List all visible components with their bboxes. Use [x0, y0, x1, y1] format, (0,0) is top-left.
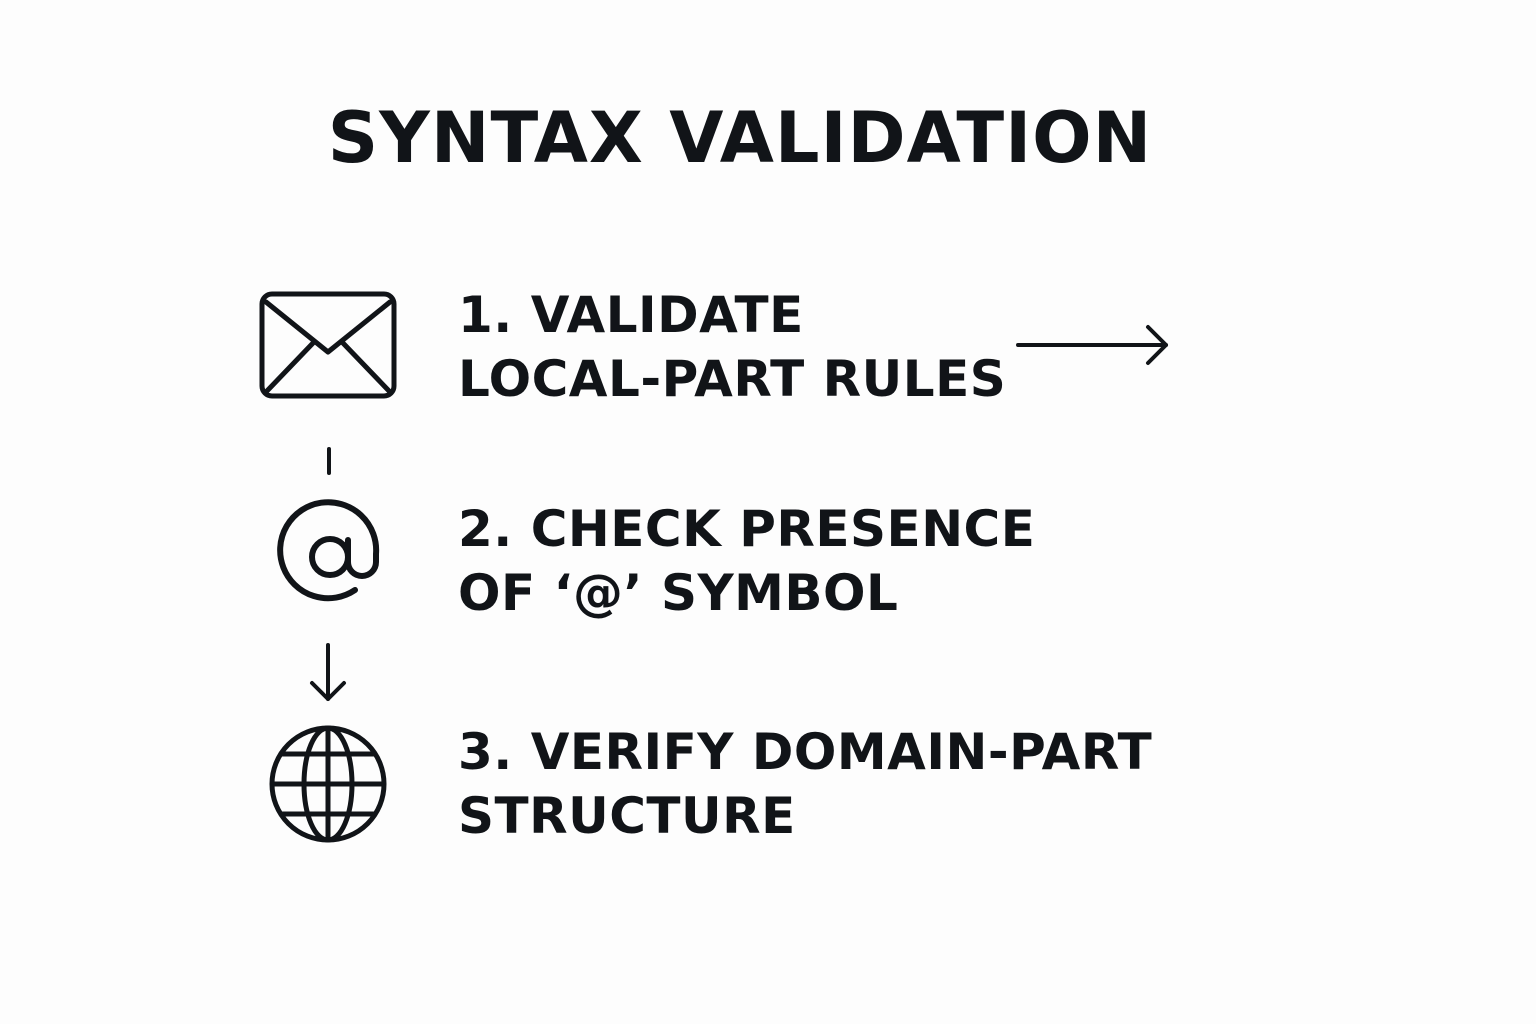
- step-3-line-2: STRUCTURE: [458, 787, 796, 845]
- right-arrow-icon: [1016, 322, 1172, 368]
- step-3-line-1: 3. VERIFY DOMAIN-PART: [458, 723, 1153, 781]
- step-2-line-1: 2. CHECK PRESENCE: [458, 500, 1036, 558]
- connector-line: [325, 447, 333, 477]
- step-3-label: 3. VERIFY DOMAIN-PART STRUCTURE: [458, 720, 1152, 848]
- step-1-line-1: 1. VALIDATE: [458, 286, 804, 344]
- envelope-icon: [258, 290, 398, 400]
- at-sign-icon: [275, 499, 385, 612]
- step-2-label: 2. CHECK PRESENCE OF ‘@’ SYMBOL: [458, 497, 1035, 625]
- step-1-label: 1. VALIDATE LOCAL-PART RULES: [458, 283, 1006, 411]
- down-arrow-icon: [308, 643, 348, 705]
- step-2-line-2: OF ‘@’ SYMBOL: [458, 564, 899, 622]
- globe-icon: [268, 724, 388, 844]
- step-1-line-2: LOCAL-PART RULES: [458, 350, 1007, 408]
- diagram-title: SYNTAX VALIDATION: [327, 97, 1153, 179]
